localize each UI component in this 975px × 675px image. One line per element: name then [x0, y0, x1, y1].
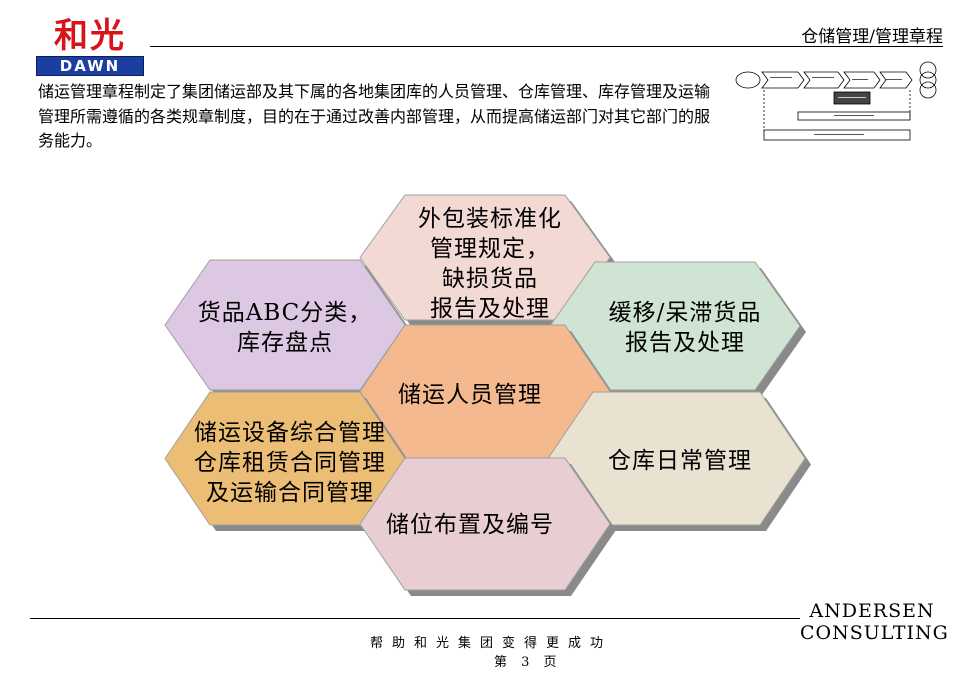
brand-line-1: ANDERSEN [809, 600, 935, 622]
hex-label-center: 储运人员管理 [398, 382, 542, 408]
thumb-step-1 [761, 71, 805, 89]
footer-divider [30, 618, 800, 619]
thumb-bar-2 [763, 129, 911, 141]
thumb-circle-1 [919, 61, 937, 79]
thumb-start-node [735, 71, 761, 89]
hex-label-bottom: 储位布置及编号 [386, 512, 554, 538]
thumb-circle-3 [919, 81, 937, 99]
footer-slogan: 帮助和光集团变得更成功 [370, 636, 613, 651]
thumb-circle-2 [919, 71, 937, 89]
hex-label-upper-left: 货品ABC分类， 库存盘点 [197, 300, 373, 356]
hexagon-bottom [359, 457, 611, 591]
hex-label-upper-right: 缓移/呆滞货品 报告及处理 [608, 300, 762, 356]
hex-label-lower-right: 仓库日常管理 [608, 448, 752, 474]
hex-label-lower-left: 储运设备综合管理 仓库租赁合同管理 及运输合同管理 [194, 420, 386, 506]
intro-paragraph: 储运管理章程制定了集团储运部及其下属的各地集团库的人员管理、仓库管理、库存管理及… [38, 82, 711, 150]
hex-label-top: 外包装标准化 管理规定， 缺损货品 报告及处理 [418, 206, 562, 322]
thumb-step-3 [843, 71, 881, 89]
thumb-step-2 [803, 71, 845, 89]
page-number: 第 3 页 [494, 655, 557, 670]
header-divider [150, 46, 943, 47]
logo-chinese-text: 和光 [54, 16, 126, 56]
process-thumbnail-diagram [735, 61, 937, 141]
logo-english-text: DAWN [36, 56, 144, 76]
brand-line-2: CONSULTING [800, 622, 949, 644]
page-title: 仓储管理/管理章程 [801, 27, 943, 47]
dawn-logo: 和光 DAWN [36, 16, 144, 76]
hexagon-cluster: 外包装标准化 管理规定， 缺损货品 报告及处理 货品ABC分类， 库存盘点 缓移… [150, 190, 830, 600]
hexagon-shapes [164, 194, 811, 596]
andersen-consulting-logo: ANDERSEN CONSULTING [800, 600, 949, 644]
thumb-bar-1 [797, 111, 911, 121]
hexagon-top [359, 194, 611, 321]
